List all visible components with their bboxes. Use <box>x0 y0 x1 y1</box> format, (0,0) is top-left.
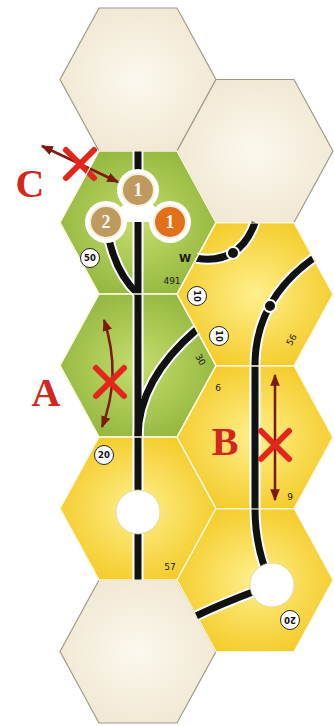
callout-slot: B <box>212 422 239 462</box>
circle-text-slot: 50 <box>84 254 96 263</box>
tracks <box>106 151 314 616</box>
revenue-value: 20 <box>284 616 296 625</box>
location-letter: W <box>179 253 191 264</box>
tile-text-slot: 57 <box>164 563 175 572</box>
callout-letter: C <box>16 164 45 204</box>
circle-text-slot: 10 <box>193 290 202 302</box>
revenue-circle: 10 <box>187 286 207 306</box>
city-slot <box>85 201 127 243</box>
tile-text-slot: 30 <box>193 353 207 367</box>
token-number: 2 <box>102 213 111 231</box>
revenue-circle-disc <box>95 446 114 465</box>
circle-text-slot: 1 <box>134 181 143 199</box>
yellow-hex-fill <box>177 509 333 652</box>
revenue-circle: 50 <box>80 248 100 268</box>
circle-text-slot: 1 <box>166 213 175 231</box>
track-edge <box>138 330 197 437</box>
token-number: 1 <box>134 181 143 199</box>
token-number: 1 <box>166 213 175 231</box>
tile-number: 9 <box>287 493 293 502</box>
tile-text-slot: 9 <box>287 493 293 502</box>
move-arrow <box>274 375 277 500</box>
city-slot <box>117 169 159 211</box>
hex-border <box>60 294 216 437</box>
hex-outline <box>60 294 216 437</box>
hex-border <box>177 223 333 366</box>
track <box>252 366 259 509</box>
station-token-disc <box>154 206 186 238</box>
circle-text-slot: 20 <box>98 451 110 460</box>
track <box>255 258 314 365</box>
station-token: 1 <box>153 205 187 239</box>
city-circle <box>116 490 160 534</box>
station-token: 1 <box>121 173 155 207</box>
revenue-circle: 20 <box>94 445 114 465</box>
hex-outline <box>177 366 333 509</box>
track-edge <box>255 258 314 365</box>
cross-mark <box>261 431 289 459</box>
station-token-disc <box>90 206 122 238</box>
revenue-circle-disc <box>81 249 100 268</box>
city-slot <box>149 201 191 243</box>
tile-number: 56 <box>285 333 299 347</box>
town-dot <box>227 247 239 259</box>
revenue-circle: 20 <box>280 610 300 630</box>
hex-border <box>177 366 333 509</box>
cross-mark <box>96 368 124 396</box>
circle-text-slot: 20 <box>284 616 296 625</box>
town-dots <box>227 247 276 312</box>
circle-text-slot: 10 <box>215 330 224 342</box>
track <box>197 223 256 260</box>
revenue-circle-disc <box>210 327 229 346</box>
revenue-value: 50 <box>84 254 96 263</box>
forbidden-marks <box>66 150 289 459</box>
track-edge <box>197 223 256 260</box>
hex-border <box>60 151 216 294</box>
tile-number: 6 <box>215 384 221 393</box>
yellow-tile: 56 10 10 <box>177 223 333 366</box>
station-token: 2 <box>89 205 123 239</box>
tile-text-slot: W <box>179 253 191 264</box>
yellow-hex-fill <box>177 223 333 366</box>
yellow-tile: 69 <box>177 366 333 509</box>
callout-letter: B <box>212 422 239 462</box>
hex-border <box>60 437 216 580</box>
circle-text-slot: 2 <box>102 213 111 231</box>
green-tile: 30 <box>60 294 216 437</box>
revenue-value: 10 <box>215 330 224 342</box>
track-edges <box>106 151 314 616</box>
revenue-circle-disc <box>281 611 300 630</box>
tile-text-slot: 6 <box>215 384 221 393</box>
yellow-hex-fill <box>177 366 333 509</box>
hex-outline <box>60 437 216 580</box>
track-edge <box>250 366 261 509</box>
callout-slot: A <box>32 373 61 413</box>
move-arrows <box>42 146 275 500</box>
track <box>138 330 197 437</box>
revenue-value: 20 <box>98 451 110 460</box>
city-circle <box>250 563 294 607</box>
tile-number: 30 <box>193 353 207 367</box>
empty-hexes <box>60 8 333 723</box>
hex-outline <box>60 151 216 294</box>
tile-number: 57 <box>164 563 175 572</box>
revenue-circle: 10 <box>209 326 229 346</box>
tile-text-slot: 56 <box>285 333 299 347</box>
cities <box>85 169 294 607</box>
tile-text-slot: 491 <box>163 277 180 286</box>
green-tile: W 491 1 2 1 50 <box>60 151 216 294</box>
callout-letter: A <box>32 373 61 413</box>
town-dot <box>264 300 276 312</box>
station-token-disc <box>122 174 154 206</box>
revenue-value: 10 <box>193 290 202 302</box>
revenue-circle-disc <box>188 287 207 306</box>
cross-mark <box>66 150 94 178</box>
yellow-tile: 57 20 <box>60 437 216 580</box>
tile-fills <box>60 151 333 652</box>
callout-slot: C <box>16 164 45 204</box>
tile-number: 491 <box>163 277 180 286</box>
